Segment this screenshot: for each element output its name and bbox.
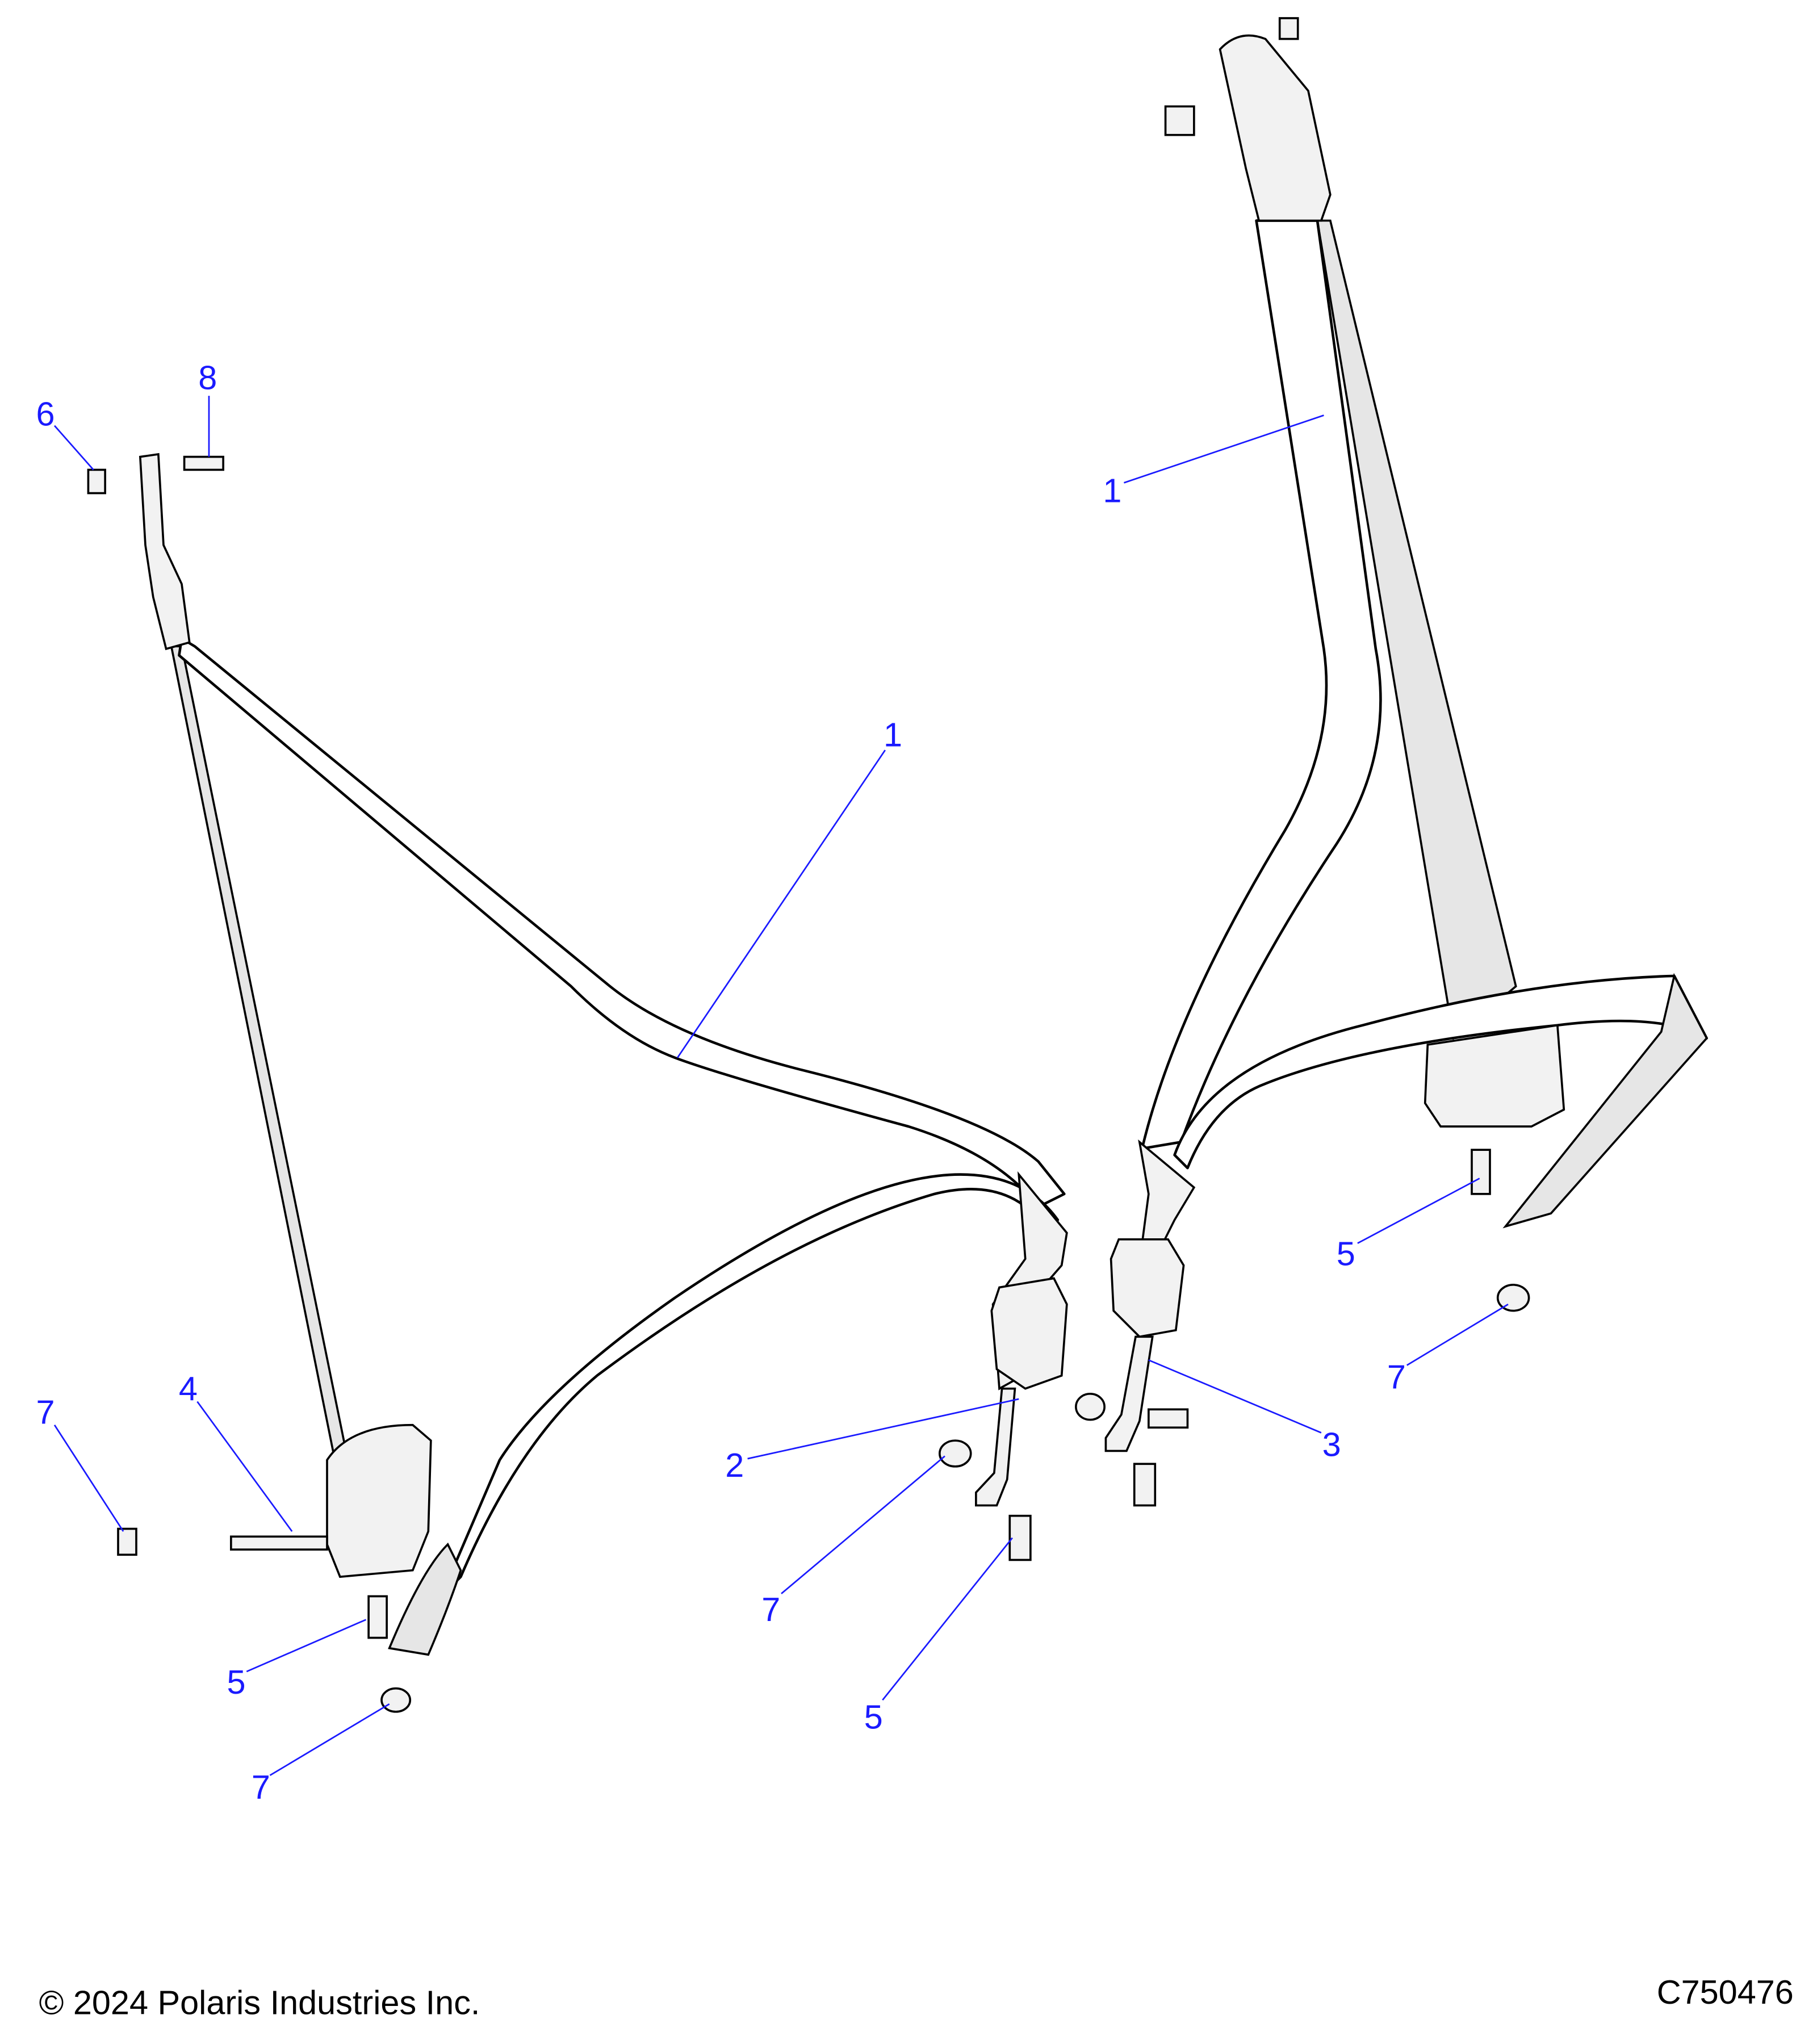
callout-bolt-top-left: 8 <box>198 359 217 397</box>
callout-numbers: 8 6 1 1 4 7 2 3 5 7 7 5 5 7 <box>36 359 1405 1806</box>
right-seat-belt-assembly <box>1075 17 1708 1507</box>
leader-line <box>196 1401 293 1532</box>
left-shoulder-webbing <box>178 637 1066 1208</box>
callout-belt-right: 1 <box>1103 472 1121 510</box>
flange-bolt <box>1164 105 1195 136</box>
leader-line <box>269 1703 390 1777</box>
left-retractor <box>326 1423 432 1578</box>
callout-nut-right: 7 <box>1387 1358 1406 1396</box>
leader-line <box>1357 1178 1480 1244</box>
leader-line <box>677 749 886 1058</box>
right-hardware <box>1075 17 1530 1507</box>
right-lap-anchor-webbing <box>1502 973 1708 1229</box>
leader-line <box>1406 1303 1509 1366</box>
left-buckle-stalk <box>975 1387 1016 1507</box>
right-shoulder-webbing-vertical <box>1316 219 1517 1041</box>
callout-bolt-right: 5 <box>1337 1235 1355 1273</box>
callout-buckle-left: 2 <box>725 1446 744 1484</box>
callout-retractor-stud: 4 <box>179 1369 198 1408</box>
flange-bolt <box>183 455 224 471</box>
callout-nut-top-left: 6 <box>36 395 55 433</box>
leader-line <box>882 1537 1013 1701</box>
leader-line <box>1123 414 1324 484</box>
leader-line <box>781 1455 945 1594</box>
diagram-id: C750476 <box>1657 1973 1794 2011</box>
flange-nut <box>1496 1284 1530 1312</box>
left-hardware <box>87 455 1032 1713</box>
left-seat-belt-assembly <box>87 453 1068 1713</box>
right-buckle <box>1110 1238 1185 1338</box>
flange-bolt <box>1133 1463 1157 1507</box>
retractor-stud <box>230 1535 328 1551</box>
flange-bolt <box>367 1595 388 1639</box>
flange-nut <box>939 1439 972 1468</box>
hex-nut <box>1278 17 1299 40</box>
leader-line <box>747 1398 1019 1460</box>
hex-nut <box>87 468 106 495</box>
callout-belt-left: 1 <box>884 715 902 753</box>
right-retractor <box>1424 1024 1565 1128</box>
callout-nut-far-left: 7 <box>36 1393 55 1431</box>
buckle-connector <box>1148 1408 1189 1429</box>
leader-line <box>53 1424 124 1532</box>
copyright-notice: © 2024 Polaris Industries Inc. <box>39 1983 480 2021</box>
callout-nut-center: 7 <box>761 1590 780 1628</box>
leader-line <box>1148 1359 1322 1434</box>
left-buckle <box>990 1277 1068 1390</box>
leader-line <box>246 1619 367 1673</box>
left-lap-webbing <box>439 1173 1060 1598</box>
callout-bolt-center: 5 <box>864 1698 883 1736</box>
leader-lines <box>53 396 1509 1777</box>
leader-line <box>53 425 94 471</box>
right-upper-anchor-bracket <box>1219 34 1332 222</box>
left-upper-anchor-bracket <box>139 453 191 651</box>
flange-nut <box>380 1687 412 1713</box>
callout-nut-left-lower: 7 <box>252 1768 270 1806</box>
flange-bolt <box>1471 1149 1491 1195</box>
right-buckle-stalk <box>1104 1335 1154 1452</box>
flange-bolt <box>1008 1514 1032 1561</box>
callout-buckle-right: 3 <box>1322 1426 1341 1464</box>
flange-nut <box>1075 1393 1106 1421</box>
left-lap-anchor-webbing <box>388 1542 462 1656</box>
flange-nut <box>117 1527 137 1556</box>
callout-bolt-left-anchor: 5 <box>227 1663 245 1701</box>
